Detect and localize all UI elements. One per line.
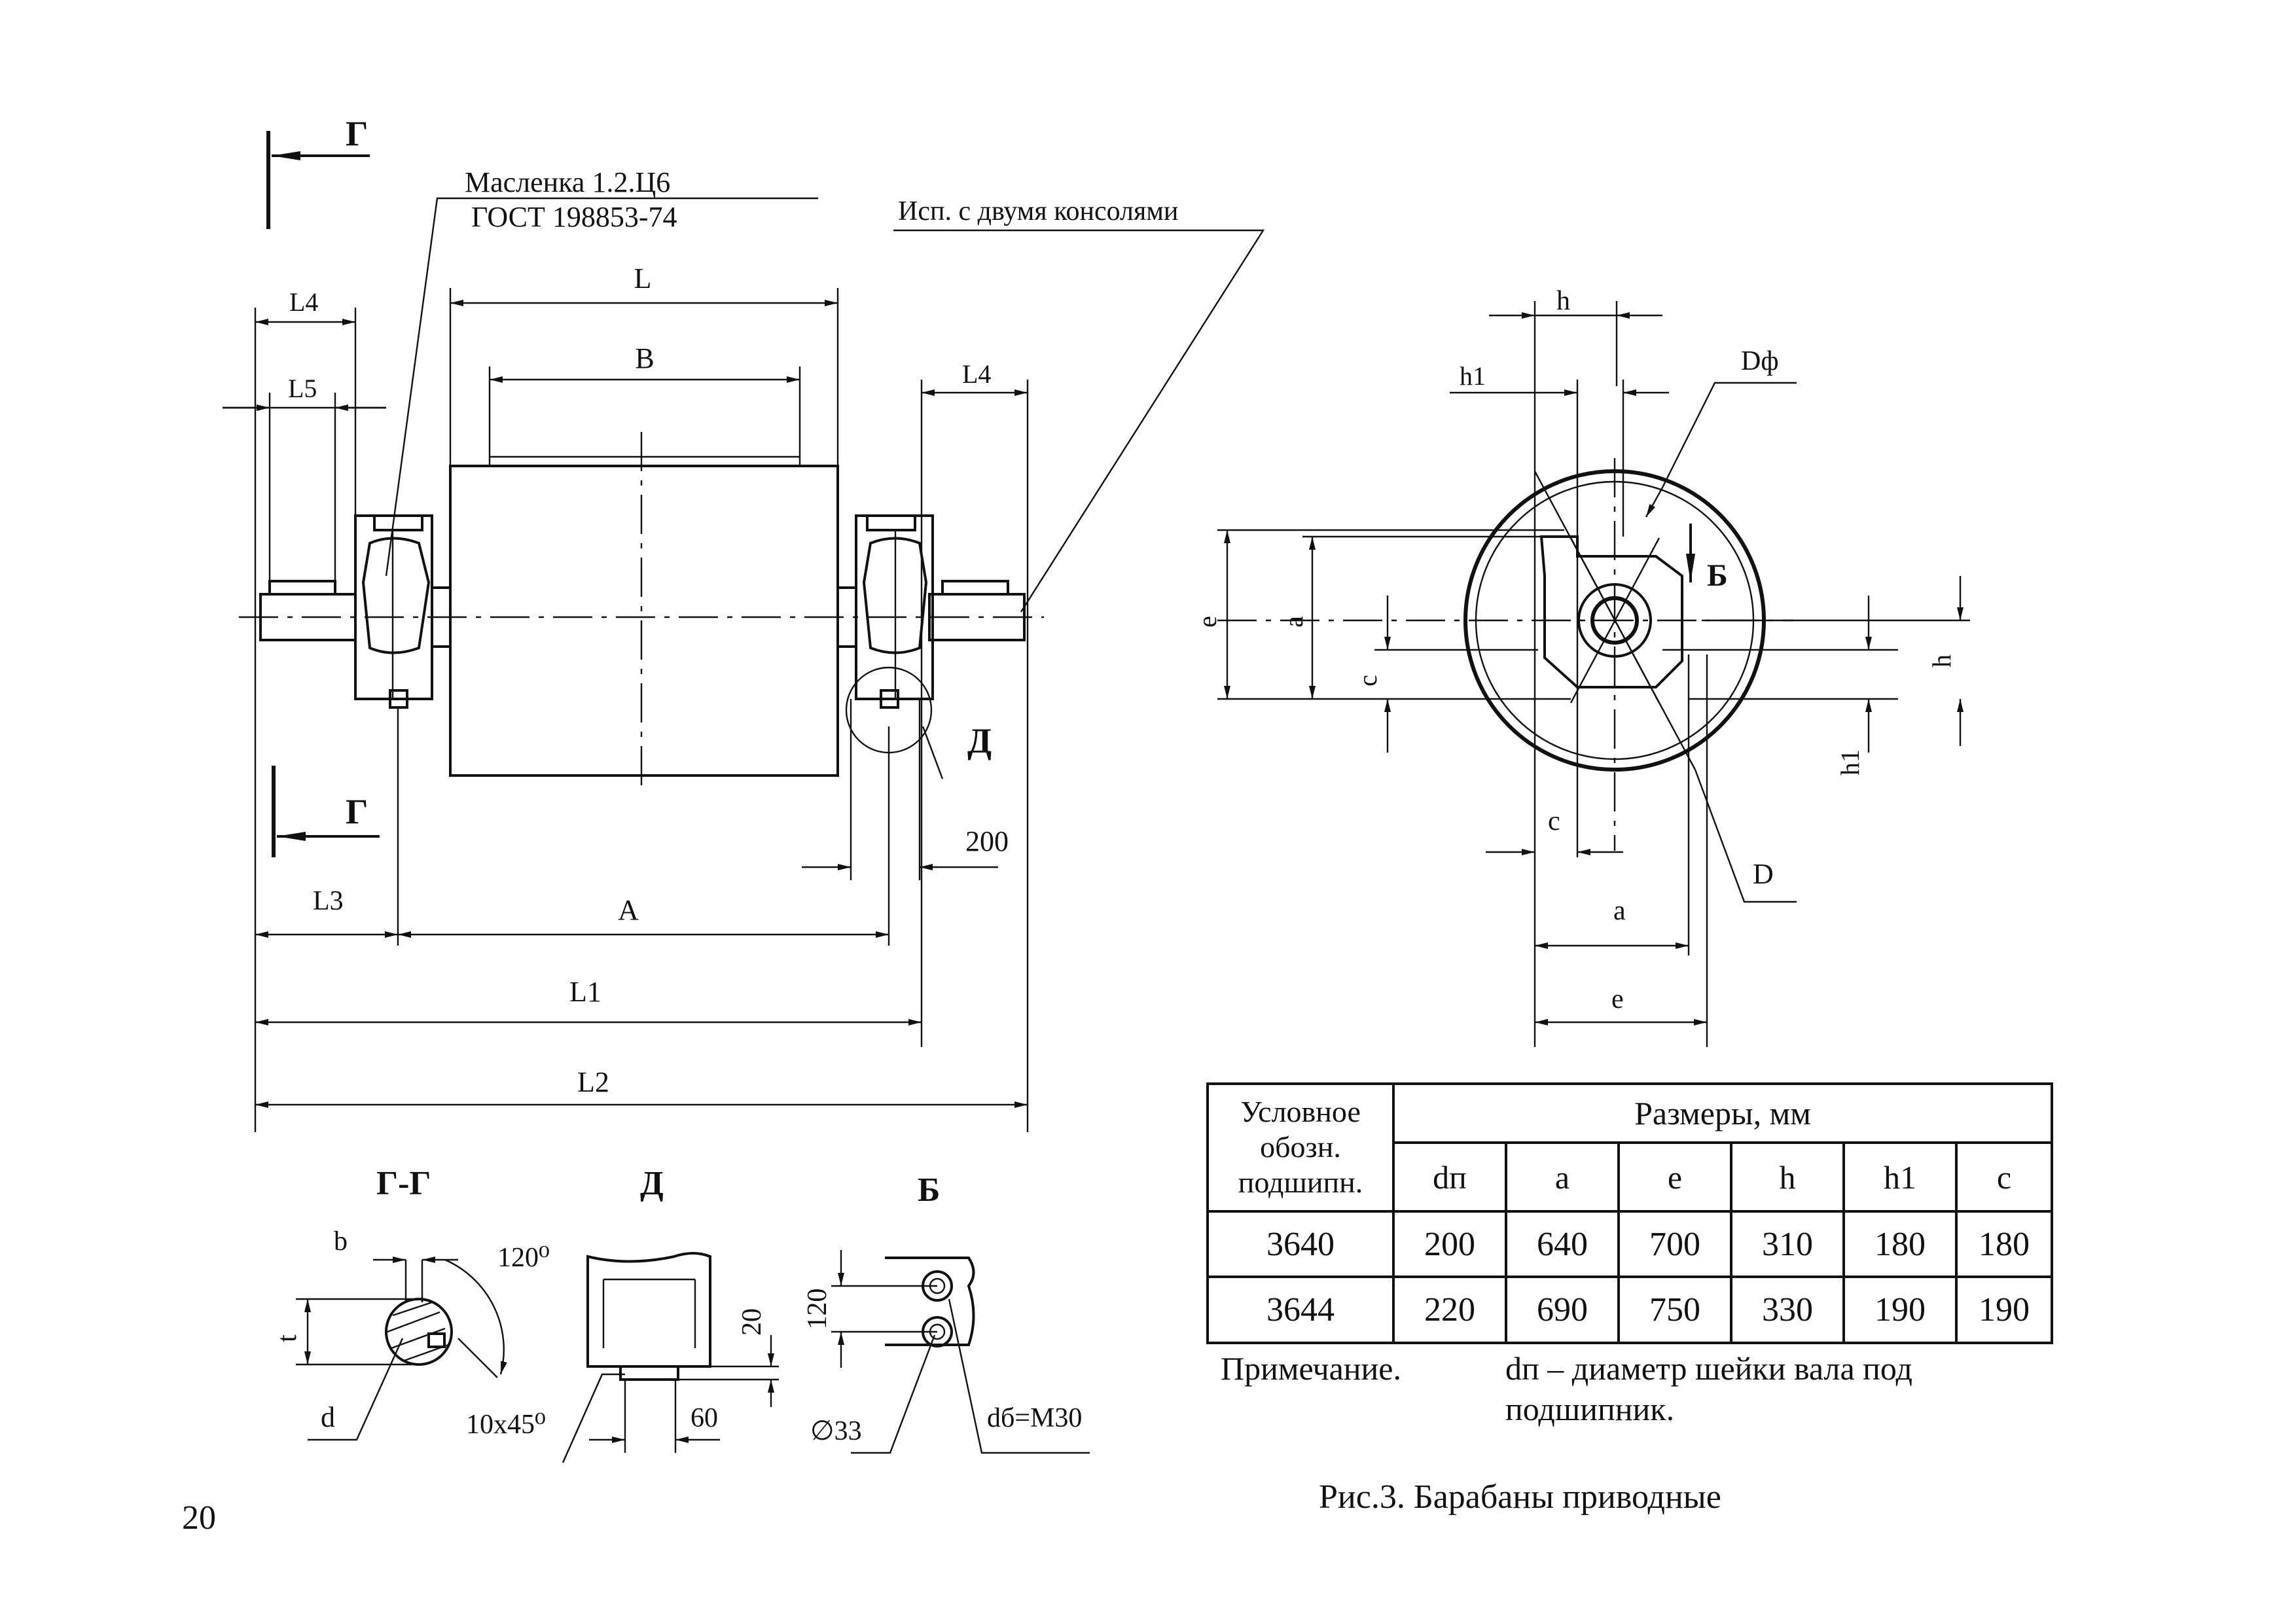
table-cell: 640 [1505,1209,1620,1279]
dim-L-label: L [634,262,652,294]
table-row: 3644 220 690 750 330 190 190 [1206,1275,2054,1344]
dim-c-left-label: c [1353,675,1382,687]
section-D-title: Д [640,1165,664,1202]
figure-caption: Рис.3. Барабаны приводные [1319,1478,1721,1516]
table-cell: 310 [1730,1209,1845,1279]
drum-body [449,465,839,777]
dim-A-label: A [618,894,639,926]
table-cell: 190 [1954,1275,2054,1344]
dim-h1-top-label: h1 [1460,361,1486,391]
table-cell: 3640 [1206,1209,1395,1279]
dim-c-bottom-label: c [1548,806,1560,836]
dim-B-label: B [635,342,654,374]
section-D-body [586,1252,711,1368]
dim-d-label: d [321,1401,335,1433]
oiler-gost: ГОСТ 198853-74 [471,201,677,233]
shaft-circle [1577,583,1652,658]
table-cell: 700 [1617,1209,1732,1279]
dim-Df-leader [1661,382,1797,488]
angle-arc [444,1258,507,1375]
table-cell: 180 [1954,1209,2054,1279]
table-cell: 220 [1392,1275,1507,1344]
dim-t-label: t [272,1334,302,1342]
subheader-e: e [1617,1141,1732,1213]
dim-h1-right-label: h1 [1835,749,1865,776]
dim-a-left-label: a [1279,616,1308,628]
dim-60-label: 60 [691,1403,718,1433]
subheader-h: h [1730,1141,1845,1213]
dim-L4-right-label: L4 [962,359,991,389]
section-B: Б 120 ∅33 dб=М30 [802,1171,1090,1454]
bearing-size-table: Условное обозн. подшипн. Размеры, мм dп … [1206,1082,2054,1344]
bolt-label: dб=М30 [987,1403,1082,1433]
oiler-label: Масленка 1.2.Ц6 [465,166,670,198]
table-cell: 330 [1730,1275,1845,1344]
table-cell: 180 [1842,1209,1958,1279]
dim-L2-label: L2 [577,1066,609,1098]
dim-20-label: 20 [737,1308,767,1336]
angle-label: 120⁰ [497,1243,550,1273]
dim-Df-label: Dф [1741,346,1779,376]
two-consoles-leader [893,229,1265,613]
dim-L3-label: L3 [313,886,344,916]
table-cell: 200 [1392,1209,1507,1279]
two-consoles-label: Исп. с двумя консолями [898,196,1178,226]
table-cell: 3644 [1206,1275,1395,1344]
dim-b-label: b [334,1226,348,1257]
dim-L5-label: L5 [288,374,317,403]
section-D: Д 20 60 10х45⁰ [466,1165,779,1463]
extension-lines [254,288,1029,1132]
section-B-title: Б [918,1171,940,1209]
section-mark-top: Г [346,114,368,153]
subheader-h1: h1 [1842,1141,1958,1213]
bearing-housing-side [1539,535,1683,688]
front-view: Г Г Масленка 1.2.Ц6 ГОСТ 198853-74 Исп. … [223,114,1265,1132]
note-text-line1: dп – диаметр шейки вала под [1505,1350,1912,1387]
header-bearing-designation: Условное обозн. подшипн. [1206,1082,1395,1213]
dim-L1-label: L1 [569,976,601,1008]
table-cell: 190 [1842,1275,1958,1344]
dia-leader [851,1334,936,1454]
detail-D-label: Д [967,721,992,760]
table-cell: 750 [1617,1275,1732,1344]
dim-120-label: 120 [802,1289,833,1330]
subheader-c: c [1954,1141,2054,1213]
dim-h-top-label: h [1556,286,1570,316]
side-view: Б h h1 Dф e a [1193,286,1970,1047]
dim-d-leader [308,1338,404,1441]
dim-e-bottom-label: e [1611,984,1624,1014]
dim-D-label: D [1753,858,1774,890]
page-number: 20 [182,1499,216,1537]
header-sizes: Размеры, мм [1391,1082,2054,1145]
bolt-leader [948,1298,1090,1454]
chamfer-label: 10х45⁰ [466,1410,546,1440]
note-label: Примечание. [1221,1350,1402,1387]
section-D-key [619,1365,679,1381]
arrow-B-label: Б [1707,558,1728,593]
section-GG-title: Г-Г [376,1165,431,1202]
dim-200-label: 200 [965,825,1009,857]
chamfer-leader [562,1373,625,1463]
dim-a-bottom-label: a [1613,896,1626,926]
section-GG-shaft [385,1298,453,1366]
left-bearing-housing [354,514,433,709]
oiler-leader [385,197,818,577]
section-B-body [885,1257,975,1346]
dia-label: ∅33 [810,1416,862,1446]
subheader-dp: dп [1392,1141,1507,1213]
dim-e-left-label: e [1193,616,1222,628]
table-cell: 690 [1505,1275,1620,1344]
section-mark-bottom: Г [346,792,368,831]
table-row: 3640 200 640 700 310 180 180 [1206,1209,2054,1279]
dim-L4-left-label: L4 [289,287,318,317]
subheader-a: a [1505,1141,1620,1213]
section-GG: Г-Г b 120⁰ t d [272,1165,550,1441]
dim-h-right-label: h [1927,654,1956,668]
dim-D-leader [1694,769,1797,903]
note-text-line2: подшипник. [1505,1391,1675,1427]
